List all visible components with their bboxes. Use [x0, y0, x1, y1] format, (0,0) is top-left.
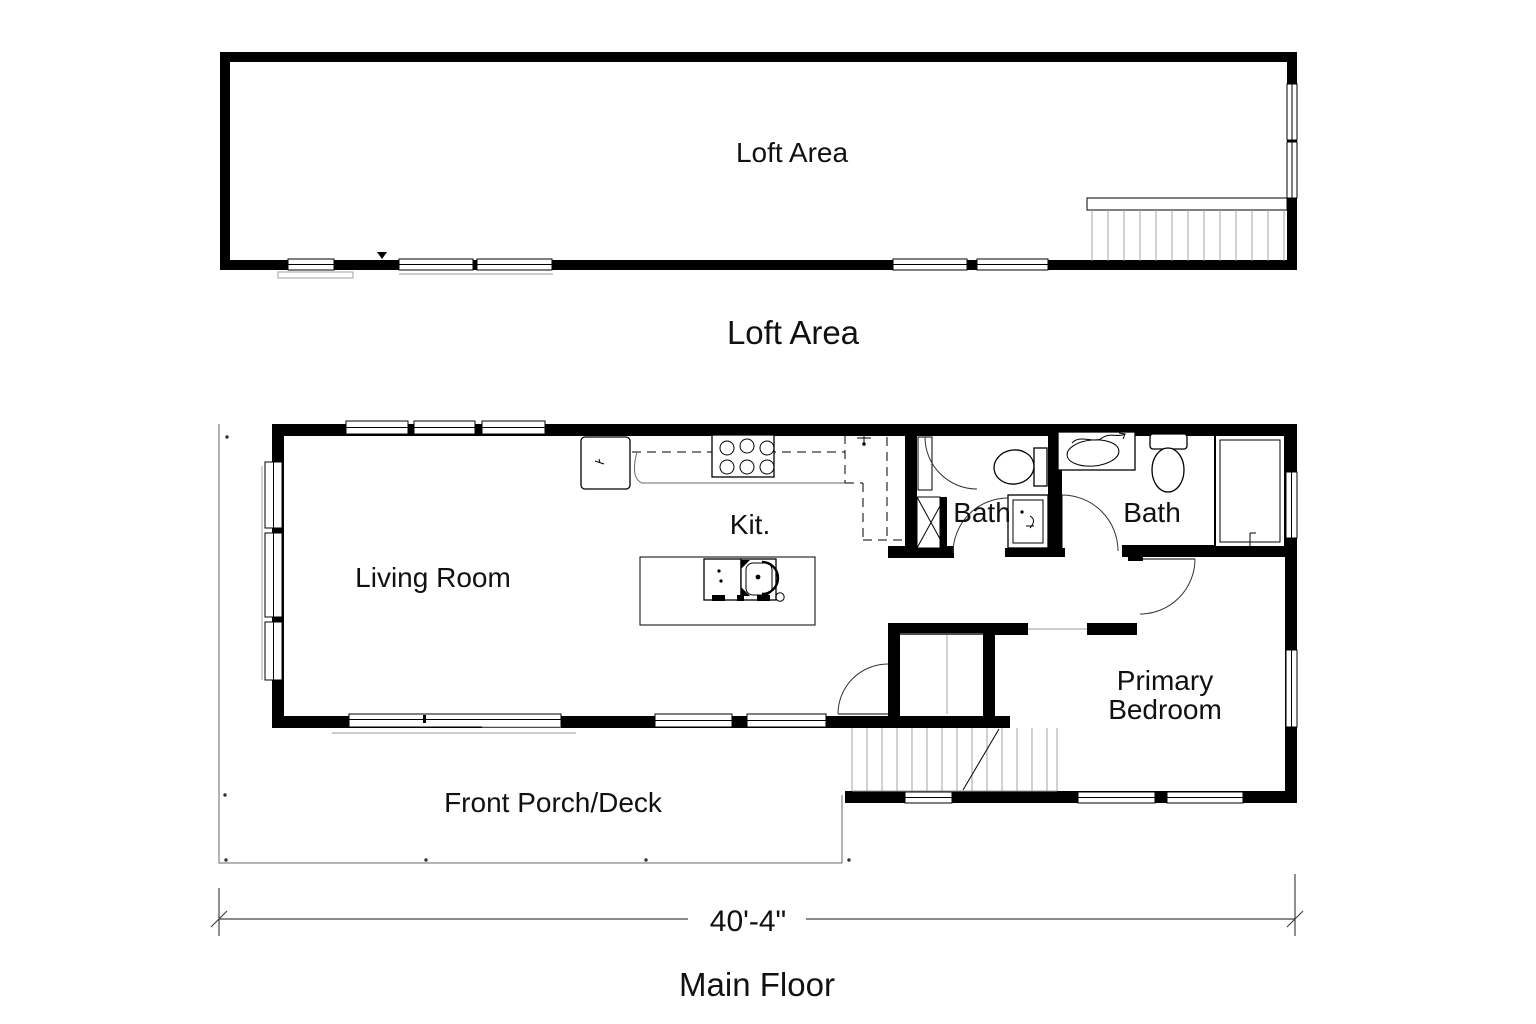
island-faucet-icon [755, 574, 761, 580]
kitchen-label: Kit. [730, 509, 770, 540]
porch-label: Front Porch/Deck [444, 787, 663, 818]
loft-window [398, 258, 474, 271]
stair-closet [900, 633, 983, 714]
cooktop [711, 434, 775, 478]
linen-cabinet [917, 436, 933, 491]
stair-break-line [962, 728, 1000, 791]
loft-plan: Loft Area [220, 52, 1298, 279]
bedroom-door [1139, 558, 1196, 615]
interior-walls [888, 424, 1297, 717]
refrigerator-icon [594, 458, 605, 465]
dimension-tick [210, 910, 228, 928]
counter-dashed [844, 435, 908, 541]
loft-room-label: Loft Area [736, 137, 849, 168]
hall-door [837, 663, 889, 715]
dimension-text: 40'-4" [710, 905, 786, 938]
window [261, 461, 283, 681]
loft-marker-triangle [377, 252, 387, 259]
loft-caption: Loft Area [727, 314, 860, 351]
toilet [1149, 433, 1188, 493]
faucet-icon [1071, 432, 1127, 444]
bath-left [917, 436, 1049, 554]
window [904, 791, 1244, 804]
loft-stairs [1086, 197, 1288, 261]
bath-left-door-swing [924, 436, 978, 490]
shower [1214, 434, 1286, 548]
window [345, 420, 546, 435]
counter-edge [633, 451, 848, 484]
main-stairs [851, 728, 1058, 792]
refrigerator [580, 436, 631, 490]
primary-bedroom-label-line1: Primary [1117, 665, 1213, 696]
loft-window [399, 258, 553, 275]
primary-bedroom-label-line2: Bedroom [1108, 694, 1222, 725]
bath-right-door [1061, 494, 1119, 552]
chase-shaft [916, 496, 947, 549]
toilet [993, 447, 1048, 487]
main-floor-caption: Main Floor [679, 966, 835, 1003]
loft-window [976, 258, 1049, 271]
window [332, 713, 827, 734]
dimension-tick [1286, 910, 1304, 928]
bath-right-label: Bath [1123, 497, 1181, 528]
bath-right-vanity [1057, 431, 1136, 471]
kitchen-sink-faucet-icon [857, 435, 871, 446]
window-sill [277, 271, 354, 279]
island-dishwasher [703, 558, 742, 601]
kitchen-island [639, 556, 816, 626]
living-room-label: Living Room [355, 562, 511, 593]
bath-left-vanity [1007, 494, 1049, 549]
main-floor-plan: Living Room Kit. Bath Bath Primary Bedro… [210, 420, 1304, 938]
loft-window [1286, 83, 1298, 199]
loft-window [892, 258, 968, 271]
loft-window [277, 258, 354, 279]
bath-right [1057, 431, 1286, 552]
kitchen [580, 434, 908, 626]
dimension-line: 40'-4" [210, 874, 1304, 938]
bath-left-door-swing2 [952, 497, 1009, 554]
stair-rail [1086, 197, 1288, 211]
bath-left-label: Bath [953, 497, 1011, 528]
